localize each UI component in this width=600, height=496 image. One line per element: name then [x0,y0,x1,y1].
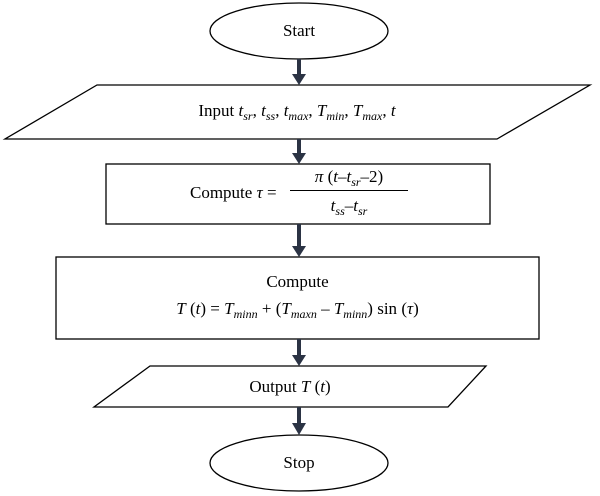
num-t: t [333,167,338,186]
eq-tmin2-sub: minn [343,307,368,321]
open-paren: ( [327,167,334,186]
pi-symbol: π [314,167,324,186]
num-minus-two: –2 [360,167,378,186]
stop-label: Stop [283,453,315,472]
eq-tmax-base: T [281,299,291,318]
input-sep-0: , [252,101,262,120]
input-var-1-base: t [261,101,266,120]
eq-plus: + [261,299,272,318]
output-label: Output T (t) [249,377,331,396]
num-tsr-base: t [346,167,352,186]
eq-tmin-base: T [224,299,234,318]
tau-denominator: tss–tsr [290,195,408,217]
compute-temperature-box [55,256,540,340]
arrow-compute-temperature-to-output [292,339,306,366]
tau-numerator: π (t–tsr–2) [290,166,408,188]
compute-tau-lhs: Compute τ = [190,184,277,201]
eq-tmax-sub: maxn [290,307,317,321]
input-var-5-base: t [390,101,396,120]
den-tsr-base: t [353,196,358,215]
num-minus: – [337,167,347,186]
eq-tmin-sub: minn [233,307,258,321]
output-parallelogram [92,365,488,408]
den-tss-sub: ss [335,204,345,218]
input-var-4-sub: max [362,109,383,123]
input-label: Input tsr, tss, tmax, Tmin, Tmax, t [97,101,497,122]
temperature-equation: T (t) = Tminn + (Tmaxn – Tminn) sin (τ) [176,299,419,321]
fraction-bar [290,190,408,191]
compute-temperature-title: Compute [266,272,329,291]
input-var-2-sub: max [288,109,309,123]
compute-tau-box [105,163,491,225]
eq-minus: – [321,299,330,318]
den-tsr-sub: sr [357,204,368,218]
input-var-4-base: T [352,101,363,120]
compute-tau-symbol: τ [256,183,263,202]
output-T: T [300,377,311,396]
num-tsr-sub: sr [351,175,361,189]
input-var-0-sub: sr [243,109,253,123]
compute-tau-prefix: Compute [190,183,253,202]
arrow-start-to-input [292,59,306,85]
eq-tau: τ [406,299,414,318]
output-prefix: Output [249,377,297,396]
start-label: Start [282,21,316,40]
eq-sin: sin [377,299,398,318]
input-sep-1: , [275,101,284,120]
den-tss-base: t [330,196,336,215]
input-var-3-sub: min [326,109,345,123]
eq-tmin2-base: T [333,299,344,318]
arrow-compute-tau-to-compute-temperature [292,224,306,257]
eq-T: T [176,299,186,318]
input-var-1-sub: ss [265,109,276,123]
input-var-0-base: t [238,101,244,120]
tau-fraction: π (t–tsr–2) tss–tsr [290,166,408,217]
output-t: t [320,377,325,396]
input-sep-4: , [382,101,391,120]
input-var-3-base: T [316,101,327,120]
compute-tau-eq: = [266,183,277,202]
input-var-2-base: t [283,101,289,120]
close-paren: ) [377,167,384,186]
eq-t: t [195,299,201,318]
eq-equals: = [210,299,220,318]
input-prefix: Input [198,101,235,120]
arrow-output-to-stop [292,407,306,435]
input-sep-3: , [344,101,353,120]
input-parallelogram [2,84,593,140]
input-sep-2: , [308,101,317,120]
den-minus: – [344,196,354,215]
arrow-input-to-compute-tau [292,139,306,164]
